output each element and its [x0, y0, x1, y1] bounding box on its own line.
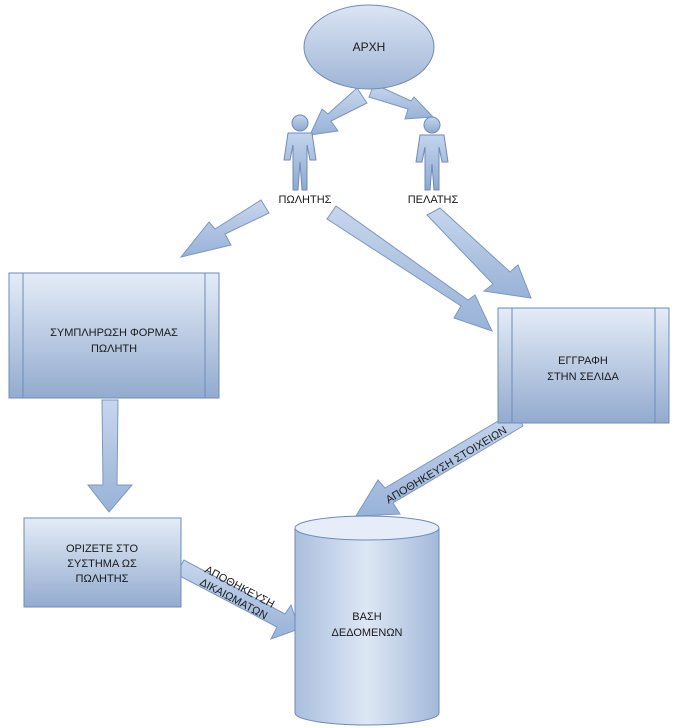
start-node — [303, 4, 435, 90]
database-label-line1: ΒΑΣΗ — [352, 611, 381, 623]
set-seller-label-line3: ΠΩΛΗΤΗΣ — [76, 573, 129, 585]
fill-form-label-line1: ΣΥΜΠΛΗΡΩΣΗ ΦΟΡΜΑΣ — [50, 327, 178, 339]
fill-form-process: ΣΥΜΠΛΗΡΩΣΗ ΦΟΡΜΑΣ ΠΩΛΗΤΗ — [8, 272, 220, 399]
arrow-seller-to-form — [179, 199, 270, 258]
arrow-set-to-database — [175, 559, 300, 640]
database-label-line2: ΔΕΔΟΜΕΝΩΝ — [332, 627, 403, 639]
arrow-customer-to-register — [426, 207, 532, 299]
edge-label-store-data: ΑΠΟΘΗΚΕΥΣΗ ΣΤΟΙΧΕΙΩΝ — [384, 424, 509, 506]
register-label-line1: ΕΓΓΡΑΦΗ — [558, 355, 608, 367]
customer-label: ΠΕΛΑΤΗΣ — [408, 194, 459, 206]
set-seller-label-line2: ΣΥΣΤΗΜΑ ΩΣ — [67, 558, 137, 570]
arrow-start-to-seller — [309, 87, 368, 136]
database-cylinder: ΒΑΣΗ ΔΕΔΟΜΕΝΩΝ — [294, 515, 440, 726]
register-process: ΕΓΓΡΑΦΗ ΣΤΗΝ ΣΕΛΙΔΑ — [497, 307, 670, 424]
arrow-seller-to-register — [326, 205, 493, 332]
seller-label: ΠΩΛΗΤΗΣ — [279, 194, 332, 206]
customer-actor-icon — [415, 116, 449, 191]
arrow-register-to-database — [355, 410, 524, 517]
start-label: ΑΡΧΗ — [353, 40, 386, 54]
set-seller-label-line1: ΟΡΙΖΕΤΕ ΣΤΟ — [66, 543, 138, 555]
register-label-line2: ΣΤΗΝ ΣΕΛΙΔΑ — [547, 371, 619, 383]
set-seller-box: ΟΡΙΖΕΤΕ ΣΤΟ ΣΥΣΤΗΜΑ ΩΣ ΠΩΛΗΤΗΣ — [23, 517, 182, 608]
arrow-start-to-customer — [368, 83, 435, 120]
seller-actor-icon — [283, 114, 317, 191]
arrow-form-to-set — [86, 399, 134, 513]
fill-form-label-line2: ΠΩΛΗΤΗ — [91, 343, 137, 355]
